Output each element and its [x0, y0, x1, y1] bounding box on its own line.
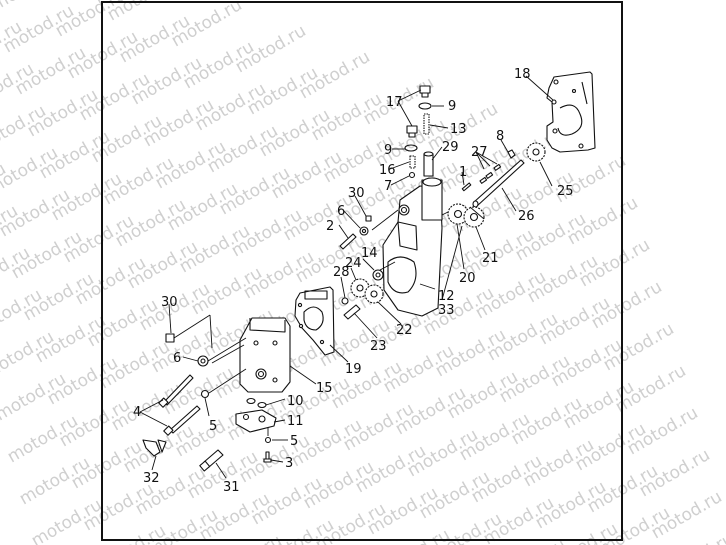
diagram-frame: [101, 1, 623, 541]
plug-part-17: [406, 85, 431, 138]
callout-label-33: 33: [438, 303, 455, 318]
pin-part-23: [343, 304, 361, 320]
callout-label-7: 7: [384, 179, 393, 194]
callout-label-4: 4: [133, 405, 142, 420]
callout-label-31: 31: [223, 480, 240, 495]
bolt-part-4: [158, 374, 201, 436]
pins-part-27: [479, 163, 502, 184]
key-part-8: [507, 149, 516, 159]
washer-part-5: [264, 436, 272, 444]
callout-label-23: 23: [370, 339, 387, 354]
callout-label-28: 28: [333, 265, 350, 280]
callout-label-16: 16: [379, 163, 396, 178]
callout-label-24: 24: [345, 256, 362, 271]
washer-hole: [375, 272, 381, 278]
callout-label-27: 27: [471, 145, 488, 160]
callout-label-26: 26: [518, 209, 535, 224]
callout-label-20: 20: [459, 271, 476, 286]
callout-label-32: 32: [143, 471, 160, 486]
cover-plate-part-18: [546, 71, 596, 153]
o-ring-part-9: [418, 102, 432, 110]
washer-hole: [200, 358, 206, 364]
nut-part-28: [341, 297, 349, 305]
callout-label-15: 15: [316, 381, 333, 396]
callout-label-9: 9: [384, 143, 393, 158]
callout-label-10: 10: [287, 394, 304, 409]
nut-part-30: [165, 333, 175, 343]
callout-label-8: 8: [496, 129, 505, 144]
elbow-fitting-part-32: [142, 439, 167, 457]
callout-label-2: 2: [326, 219, 335, 234]
spring-part-13: [423, 113, 430, 135]
spring-part-16: [409, 155, 416, 169]
washer-part-5: [200, 389, 210, 399]
o-ring-part-10: [257, 401, 267, 409]
washer-hole: [361, 228, 367, 234]
screw-part-3: [263, 451, 272, 463]
fitting-block-part-11: [235, 409, 277, 433]
o-ring-part-9: [404, 144, 418, 152]
nut-part-30: [365, 215, 372, 222]
gear-part-21: [463, 206, 485, 228]
callout-label-6: 6: [337, 204, 346, 219]
callout-label-9: 9: [448, 99, 457, 114]
bolt-part-2: [339, 233, 357, 250]
callout-label-17: 17: [386, 95, 403, 110]
callout-label-12: 12: [438, 289, 455, 304]
callout-label-25: 25: [557, 184, 574, 199]
gear-part-22: [364, 284, 384, 304]
callout-label-6: 6: [173, 351, 182, 366]
pump-body-part-12: [382, 177, 443, 317]
fitting-part-31: [199, 449, 224, 472]
callout-label-19: 19: [345, 362, 362, 377]
callout-label-29: 29: [442, 140, 459, 155]
callout-label-30: 30: [161, 295, 178, 310]
callout-label-22: 22: [396, 323, 413, 338]
gasket-part-19: [294, 286, 335, 356]
callout-label-21: 21: [482, 251, 499, 266]
gear-part-25: [526, 142, 546, 162]
pin-part-1: [461, 182, 472, 192]
callout-label-11: 11: [287, 414, 304, 429]
callout-label-1: 1: [459, 165, 468, 180]
callout-label-3: 3: [285, 456, 294, 471]
callout-label-5: 5: [290, 434, 299, 449]
sleeve-part-29: [423, 151, 434, 177]
cover-part-15: [239, 317, 291, 393]
o-ring-part-10: [246, 397, 256, 405]
leader-lines: [139, 75, 554, 479]
ball-part-7: [408, 171, 416, 179]
callout-label-30: 30: [348, 186, 365, 201]
callout-label-14: 14: [361, 246, 378, 261]
callout-label-18: 18: [514, 67, 531, 82]
callout-label-13: 13: [450, 122, 467, 137]
callout-label-5: 5: [209, 419, 218, 434]
